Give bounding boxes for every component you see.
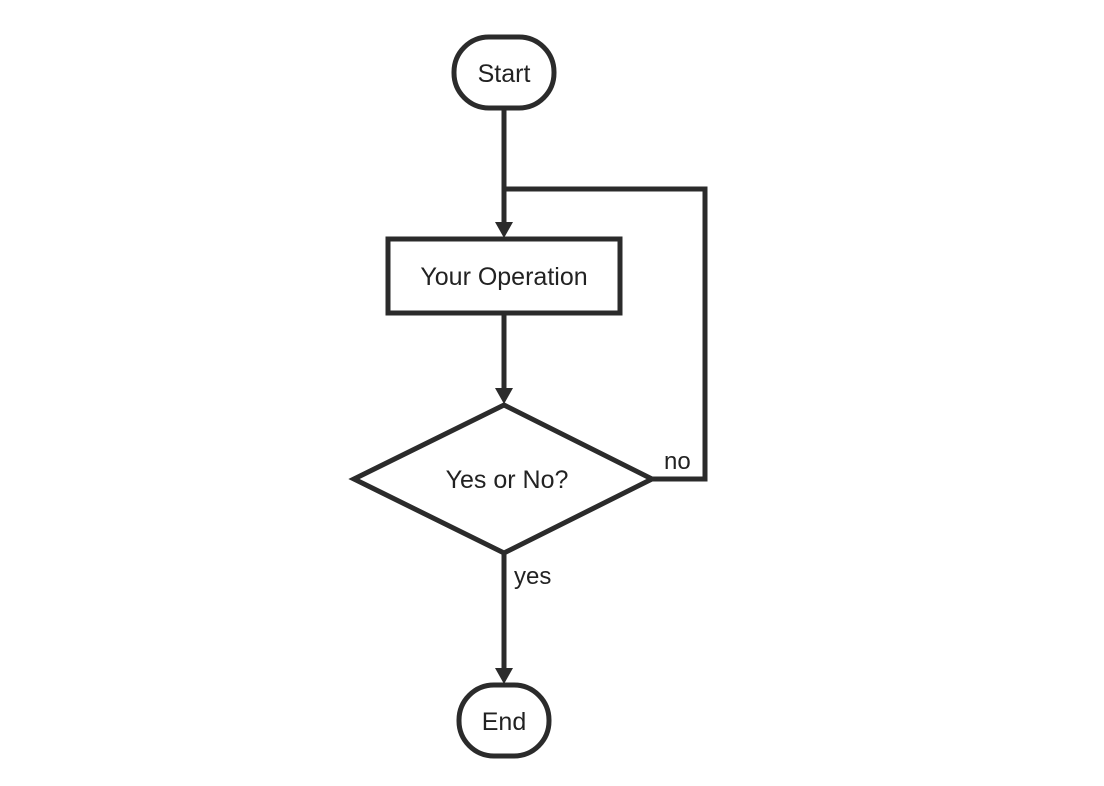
arrowhead-into-decision [495, 388, 513, 404]
end-terminal-shape [456, 682, 552, 759]
edge-label-no: no [664, 448, 691, 475]
decision-diamond-shape [348, 402, 658, 556]
operation-label: Your Operation [420, 263, 587, 291]
arrowhead-into-end [495, 668, 513, 684]
node-operation: Your Operation [385, 236, 623, 316]
start-label: Start [478, 60, 531, 88]
edge-decision-no-loop [504, 186, 708, 482]
start-terminal-shape [451, 34, 557, 111]
edge-label-yes: yes [514, 563, 551, 590]
arrowhead-into-operation [495, 222, 513, 238]
end-label: End [482, 708, 526, 736]
operation-process-shape [385, 236, 623, 316]
decision-label: Yes or No? [446, 466, 569, 494]
flowchart-edges [495, 108, 708, 684]
node-decision: Yes or No? [348, 402, 658, 556]
node-end: End [456, 682, 552, 759]
node-start: Start [451, 34, 557, 111]
